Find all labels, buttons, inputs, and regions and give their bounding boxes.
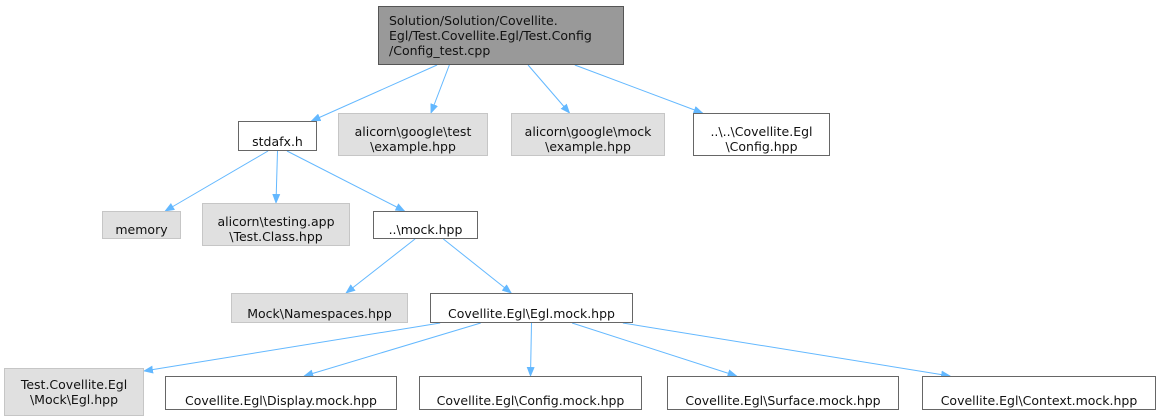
stdafx-node[interactable]: stdafx.h (238, 121, 317, 151)
edge-root-to-config_hpp (574, 64, 704, 114)
edge-stdafx-to-memory (164, 150, 269, 212)
context-mock-node[interactable]: Covellite.Egl\Context.mock.hpp (922, 376, 1156, 410)
edge-root-to-stdafx (310, 64, 438, 122)
edge-root-to-google_test (430, 64, 450, 114)
edge-egl_mock-to-surface_mock (571, 322, 738, 378)
google-test-node[interactable]: alicorn\google\test \example.hpp (338, 113, 488, 156)
mock-hpp-node[interactable]: ..\mock.hpp (373, 211, 478, 239)
edge-root-to-google_mock (527, 64, 571, 114)
edge-mock_hpp-to-egl_mock (443, 238, 512, 294)
mock-egl-node[interactable]: Test.Covellite.Egl \Mock\Egl.hpp (4, 368, 144, 416)
edge-egl_mock-to-context_mock (622, 322, 952, 379)
display-mock-node[interactable]: Covellite.Egl\Display.mock.hpp (165, 376, 397, 410)
surface-mock-node[interactable]: Covellite.Egl\Surface.mock.hpp (667, 376, 899, 410)
namespaces-node[interactable]: Mock\Namespaces.hpp (231, 293, 408, 323)
egl-mock-node[interactable]: Covellite.Egl\Egl.mock.hpp (430, 293, 633, 323)
edge-egl_mock-to-mock_egl (143, 322, 441, 374)
google-mock-node[interactable]: alicorn\google\mock \example.hpp (511, 113, 665, 156)
edge-stdafx-to-testing_app (272, 150, 281, 204)
config-hpp-node[interactable]: ..\..\Covellite.Egl \Config.hpp (693, 113, 830, 156)
edge-stdafx-to-mock_hpp (286, 150, 406, 212)
root-file-node[interactable]: Solution/Solution/Covellite. Egl/Test.Co… (378, 6, 624, 65)
testing-app-node[interactable]: alicorn\testing.app \Test.Class.hpp (202, 203, 350, 246)
memory-node[interactable]: memory (102, 211, 181, 239)
edge-egl_mock-to-display_mock (303, 322, 481, 378)
edge-mock_hpp-to-namespaces (345, 238, 416, 294)
edge-egl_mock-to-config_mock (526, 322, 535, 377)
config-mock-node[interactable]: Covellite.Egl\Config.mock.hpp (419, 376, 642, 410)
